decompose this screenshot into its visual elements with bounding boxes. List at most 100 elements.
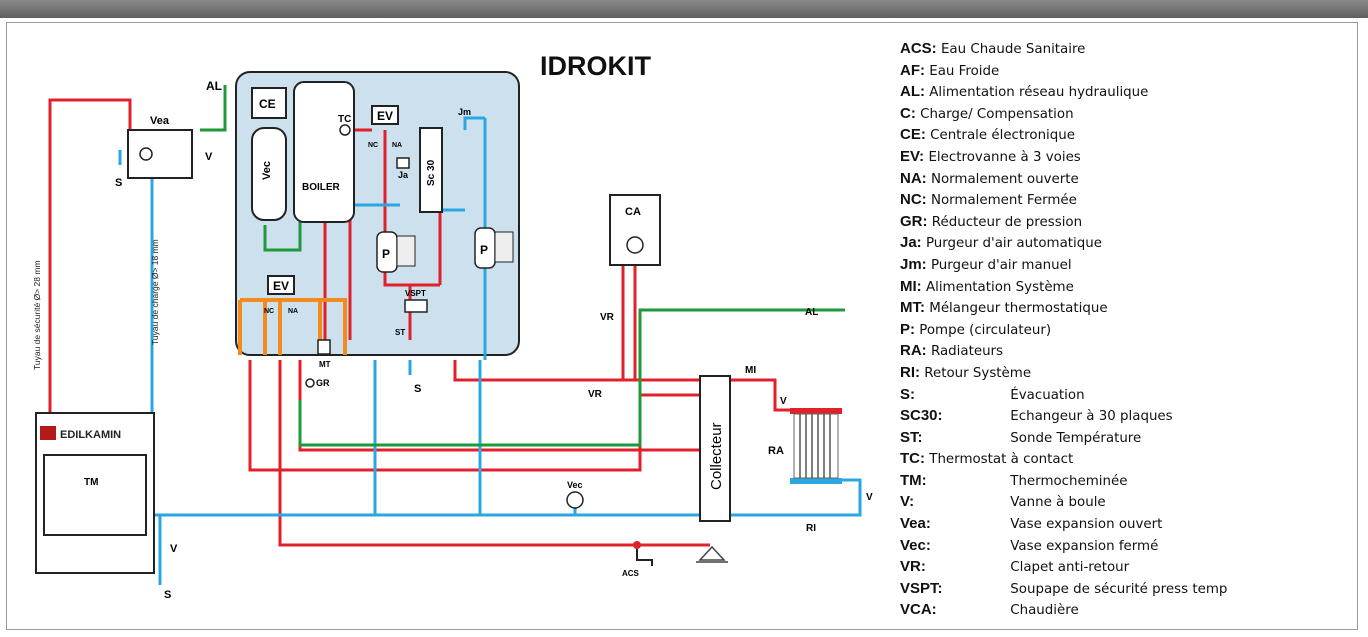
brand-label: EDILKAMIN xyxy=(60,429,121,441)
diagram-frame xyxy=(6,22,1358,630)
legend-code: ACS: xyxy=(900,40,937,57)
legend-code: GR: xyxy=(900,212,928,230)
legend-code: MT: xyxy=(900,299,925,317)
vr-main-label: VR xyxy=(588,389,603,400)
legend-code: AF: xyxy=(900,61,925,79)
v-ri-label: V xyxy=(866,492,873,503)
legend-text: Normalement ouverte xyxy=(930,171,1079,187)
vec-small-icon xyxy=(566,491,584,509)
nc-top-label: NC xyxy=(368,142,378,149)
al-top-label: AL xyxy=(206,79,222,93)
mi-label: MI xyxy=(745,365,756,376)
legend-text: Soupape de sécurité press temp xyxy=(1010,581,1228,597)
collecteur-box xyxy=(699,375,731,522)
legend-code: CE: xyxy=(900,126,926,144)
legend-text: Sonde Température xyxy=(1010,430,1142,446)
ri-label: RI xyxy=(806,523,816,534)
ev-top-box xyxy=(371,105,399,125)
legend-item: TM: Thermocheminée xyxy=(900,470,1360,492)
ev-bottom-label: EV xyxy=(273,279,289,293)
legend-text: Eau Froide xyxy=(929,63,1000,79)
tm-label: TM xyxy=(84,477,98,488)
legend-item: VCA: Chaudière xyxy=(900,599,1360,621)
nc-bottom-label: NC xyxy=(264,308,274,315)
ja-vent xyxy=(396,157,410,169)
vea-tank xyxy=(127,129,193,179)
legend-text: Retour Système xyxy=(924,365,1032,381)
al-right-label: AL xyxy=(805,307,818,318)
boiler-label: BOILER xyxy=(302,182,341,193)
legend-code: SC30: xyxy=(900,407,943,425)
pipe-charge-caption: Tuyau de charge Ø> 18 mm xyxy=(150,239,160,345)
legend-text: Echangeur à 30 plaques xyxy=(1010,409,1173,425)
legend-item: MT: Mélangeur thermostatique xyxy=(900,297,1360,319)
na-bottom-label: NA xyxy=(288,308,298,315)
legend-item: RA: Radiateurs xyxy=(900,340,1360,362)
v-top-label: V xyxy=(205,151,213,163)
pipe-safety-caption: Tuyau de sécurité Ø> 28 mm xyxy=(32,260,42,370)
mt-label: MT xyxy=(319,360,331,369)
ev-bottom-box xyxy=(267,275,295,295)
legend-code: Jm: xyxy=(900,255,927,273)
boiler-tank xyxy=(293,81,355,223)
legend-item: VR: Clapet anti-retour xyxy=(900,556,1360,578)
legend-item: Vec: Vase expansion fermé xyxy=(900,535,1360,557)
legend-text: Vase expansion fermé xyxy=(1010,538,1159,554)
ca-pump-icon xyxy=(626,236,644,254)
legend-code: P: xyxy=(900,320,915,338)
legend-text: Réducteur de pression xyxy=(931,214,1083,230)
hot-pipes xyxy=(48,98,790,547)
legend-code: RI: xyxy=(900,363,920,381)
legend-code: MI: xyxy=(900,277,922,295)
tm-window xyxy=(43,454,147,536)
tc-sensor xyxy=(339,124,351,136)
ground-icon xyxy=(696,545,728,563)
jm-label: Jm xyxy=(458,107,471,117)
legend-text: Centrale électronique xyxy=(930,128,1076,144)
legend-code: Vec: xyxy=(900,536,931,554)
brand-logo-icon xyxy=(40,426,56,440)
legend-item: S: Évacuation xyxy=(900,384,1360,406)
legend-code: Ja: xyxy=(900,234,922,252)
legend-code: Vea: xyxy=(900,515,931,533)
legend-item: ACS: Eau Chaude Sanitaire xyxy=(900,38,1360,60)
legend-code: RA: xyxy=(900,342,927,360)
vec-vessel xyxy=(251,127,287,221)
legend-code: VSPT: xyxy=(900,579,943,597)
legend-text: Charge/ Compensation xyxy=(920,106,1074,122)
green-pipes xyxy=(200,85,845,447)
legend-code: NA: xyxy=(900,169,927,187)
collecteur-label: Collecteur xyxy=(708,422,725,490)
legend-text: Thermocheminée xyxy=(1010,473,1128,489)
legend-text: Vanne à boule xyxy=(1010,495,1106,511)
gr-label: GR xyxy=(316,378,330,388)
legend-item: Ja: Purgeur d'air automatique xyxy=(900,232,1360,254)
legend-item: AL: Alimentation réseau hydraulique xyxy=(900,81,1360,103)
vspt-valve xyxy=(404,299,428,313)
legend-text: Clapet anti-retour xyxy=(1010,560,1130,576)
legend-text: Purgeur d'air manuel xyxy=(930,257,1072,273)
legend-text: Electrovanne à 3 voies xyxy=(928,149,1081,165)
diagram-title: IDROKIT xyxy=(540,51,652,81)
s-mid-label: S xyxy=(414,383,421,395)
legend-text: Purgeur d'air automatique xyxy=(925,236,1102,252)
tc-label: TC xyxy=(338,114,351,125)
legend-code: NC: xyxy=(900,191,927,209)
top-bar xyxy=(0,0,1368,18)
pump-left-icon xyxy=(376,231,416,273)
vec-small-label: Vec xyxy=(567,480,583,490)
legend-text: Eau Chaude Sanitaire xyxy=(940,42,1086,57)
legend-item: NC: Normalement Fermée xyxy=(900,189,1360,211)
vea-float-icon xyxy=(139,147,153,161)
legend-item: GR: Réducteur de pression xyxy=(900,211,1360,233)
legend-code: V: xyxy=(900,493,915,511)
legend-text: Évacuation xyxy=(1010,387,1085,403)
ev-top-label: EV xyxy=(377,109,393,123)
legend-text: Normalement Fermée xyxy=(930,193,1077,209)
legend-text: Alimentation réseau hydraulique xyxy=(929,85,1149,101)
legend-text: Chaudière xyxy=(1010,603,1079,619)
legend-text: Radiateurs xyxy=(930,344,1004,360)
sc30-label: Sc 30 xyxy=(426,159,437,186)
legend-item: V: Vanne à boule xyxy=(900,491,1360,513)
